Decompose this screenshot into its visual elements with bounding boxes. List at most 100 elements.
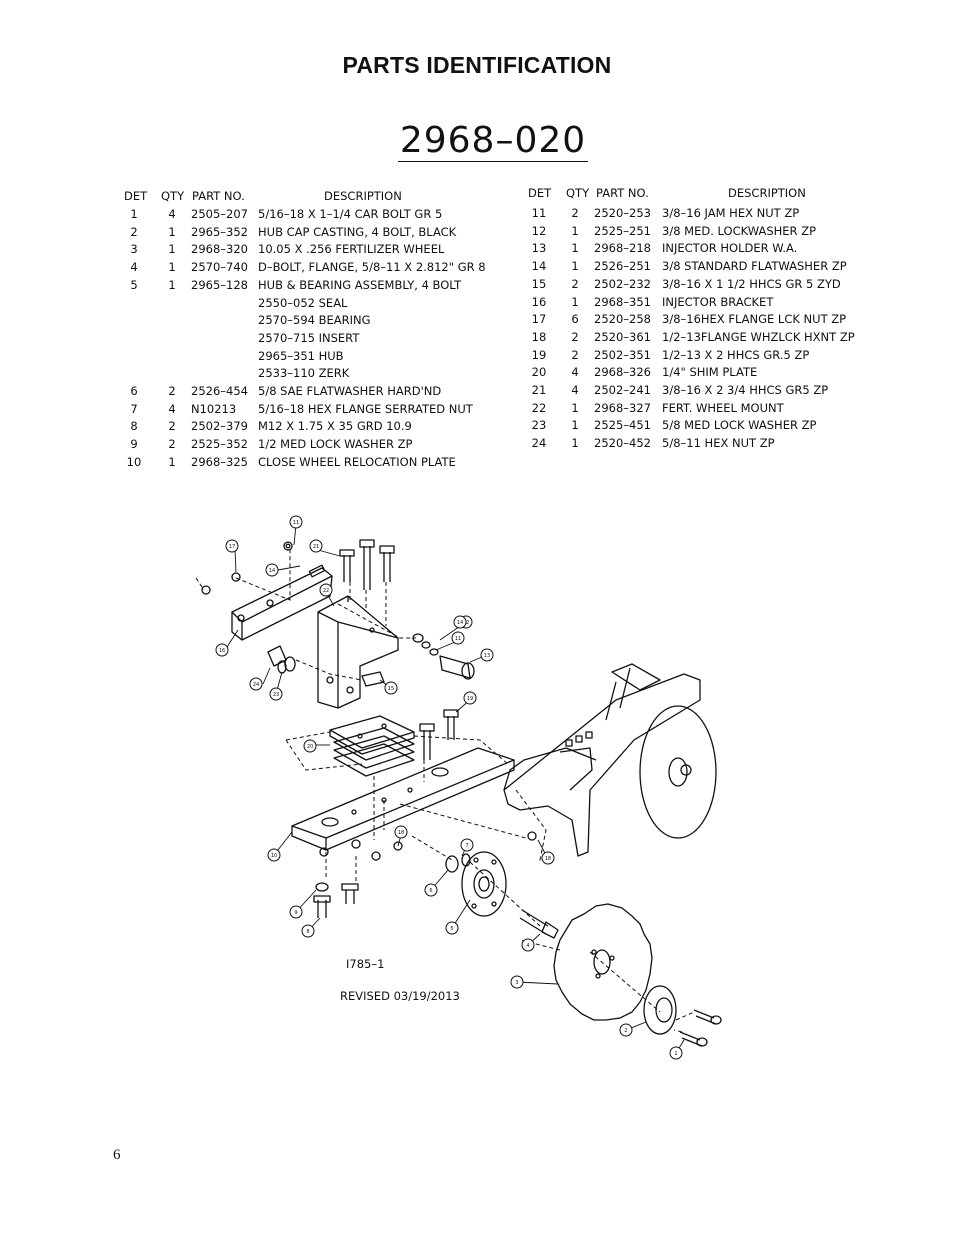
callout-balloon: 11 [451, 631, 465, 645]
cell-det: 13 [531, 241, 547, 256]
cell-det: 14 [531, 259, 547, 274]
cell-det: 15 [531, 276, 547, 291]
header-part-no: PART NO. [596, 186, 649, 200]
cell-part-no: 2525–451 [594, 418, 651, 433]
cell-det: 1 [130, 207, 138, 221]
callout-balloon: 17 [225, 539, 239, 553]
cell-part-no: N10213 [191, 401, 237, 416]
revised-date: REVISED 03/19/2013 [340, 989, 460, 1003]
cell-desc: FERT. WHEEL MOUNT [662, 400, 784, 415]
cell-desc: 3/8–16HEX FLANGE LCK NUT ZP [662, 312, 847, 327]
callout-balloon: 3 [510, 975, 524, 989]
callout-number: 5 [450, 926, 453, 932]
callout-number: 23 [273, 692, 279, 698]
cell-part-no: 2520–452 [594, 436, 651, 451]
header-det: DET [124, 189, 148, 203]
cell-desc: D–BOLT, FLANGE, 5/8–11 X 2.812" GR 8 [258, 260, 486, 275]
callout-balloon: 7 [460, 838, 474, 852]
cell-det: 7 [130, 401, 138, 416]
callout-balloon: 22 [319, 583, 333, 597]
cell-part-no: 2502–241 [594, 383, 651, 397]
cell-qty: 1 [168, 277, 176, 292]
cell-qty: 1 [571, 294, 579, 309]
callout-number: 18 [545, 856, 551, 862]
callout-number: 17 [229, 544, 235, 550]
cell-desc: 1/4" SHIM PLATE [662, 365, 758, 380]
drawing-number: I785–1 [346, 957, 384, 971]
cell-desc: 5/16–18 HEX FLANGE SERRATED NUT [258, 401, 473, 416]
cell-det: 10 [126, 454, 142, 469]
cell-desc: HUB & BEARING ASSEMBLY, 4 BOLT [258, 277, 462, 292]
cell-desc: 3/8 STANDARD FLATWASHER ZP [662, 259, 847, 274]
cell-det: 19 [531, 347, 547, 362]
callout-number: 14 [269, 568, 275, 574]
callout-balloon: 4 [521, 938, 535, 952]
cell-qty: 2 [168, 419, 176, 434]
cell-part-no: 2968–327 [594, 400, 651, 415]
callout-balloon: 23 [269, 687, 283, 701]
page-number: 6 [113, 1147, 121, 1163]
header-description: DESCRIPTION [728, 186, 806, 200]
cell-qty: 2 [168, 384, 176, 398]
callout-number: 18 [398, 830, 404, 836]
cell-qty: 1 [571, 241, 579, 256]
cell-desc: 3/8 MED. LOCKWASHER ZP [662, 223, 817, 238]
cell-part-no: 2525–251 [594, 223, 651, 238]
cell-det: 9 [130, 437, 138, 452]
cell-desc: 2533–110 ZERK [258, 366, 350, 381]
cell-desc: 5/8 SAE FLATWASHER HARD'ND [258, 384, 442, 398]
callout-balloon: 24 [249, 677, 263, 691]
cell-part-no: 2968–325 [191, 454, 248, 469]
callout-number: 19 [467, 696, 473, 702]
cell-det: 16 [531, 294, 547, 309]
cell-desc: 2550–052 SEAL [258, 295, 348, 310]
callout-number: 6 [429, 888, 432, 894]
cell-desc: 2570–594 BEARING [258, 313, 371, 328]
callout-balloon: 20 [303, 739, 317, 753]
callout-balloon: 19 [463, 691, 477, 705]
cell-det: 5 [130, 277, 138, 292]
cell-qty: 2 [571, 276, 579, 291]
callout-number: 24 [253, 682, 259, 688]
cell-det: 12 [531, 223, 547, 238]
cell-det: 18 [531, 329, 547, 344]
cell-qty: 1 [168, 260, 176, 275]
callout-number: 7 [465, 843, 468, 849]
header-qty: QTY [161, 189, 185, 203]
cell-part-no: 2502–351 [594, 347, 651, 362]
cell-desc: 3/8–16 X 1 1/2 HHCS GR 5 ZYD [662, 276, 841, 291]
cell-det: 2 [130, 224, 138, 239]
header-qty: QTY [566, 186, 590, 200]
cell-part-no: 2965–352 [191, 224, 248, 239]
cell-qty: 2 [571, 347, 579, 362]
callout-number: 3 [515, 980, 518, 986]
callout-number: 2 [624, 1028, 627, 1034]
assembly-number: 2968–020 [398, 120, 588, 162]
cell-desc: 5/8–11 HEX NUT ZP [662, 436, 775, 451]
cell-det: 11 [531, 206, 547, 220]
cell-qty: 1 [168, 224, 176, 239]
callout-number: 10 [271, 853, 277, 859]
callout-number: 8 [306, 929, 309, 935]
page-title: PARTS IDENTIFICATION [342, 52, 612, 78]
cell-qty: 1 [571, 436, 579, 451]
cell-desc: CLOSE WHEEL RELOCATION PLATE [258, 454, 456, 469]
cell-part-no: 2525–352 [191, 437, 248, 452]
callout-number: 22 [323, 588, 329, 594]
callout-balloon: 5 [445, 921, 459, 935]
cell-desc: M12 X 1.75 X 35 GRD 10.9 [258, 419, 412, 434]
callout-balloon: 2 [619, 1023, 633, 1037]
cell-qty: 2 [571, 206, 579, 220]
cell-desc: 2570–715 INSERT [258, 330, 360, 345]
cell-part-no: 2968–326 [594, 365, 651, 380]
cell-qty: 1 [571, 400, 579, 415]
cell-desc: 5/16–18 X 1–1/4 CAR BOLT GR 5 [258, 207, 443, 221]
cell-qty: 1 [571, 223, 579, 238]
cell-qty: 1 [168, 454, 176, 469]
callout-balloon: 6 [424, 883, 438, 897]
callout-number: 15 [388, 686, 394, 692]
cell-desc: 1/2–13 X 2 HHCS GR.5 ZP [662, 347, 810, 362]
cell-det: 17 [531, 312, 547, 327]
cell-part-no: 2968–218 [594, 241, 651, 256]
